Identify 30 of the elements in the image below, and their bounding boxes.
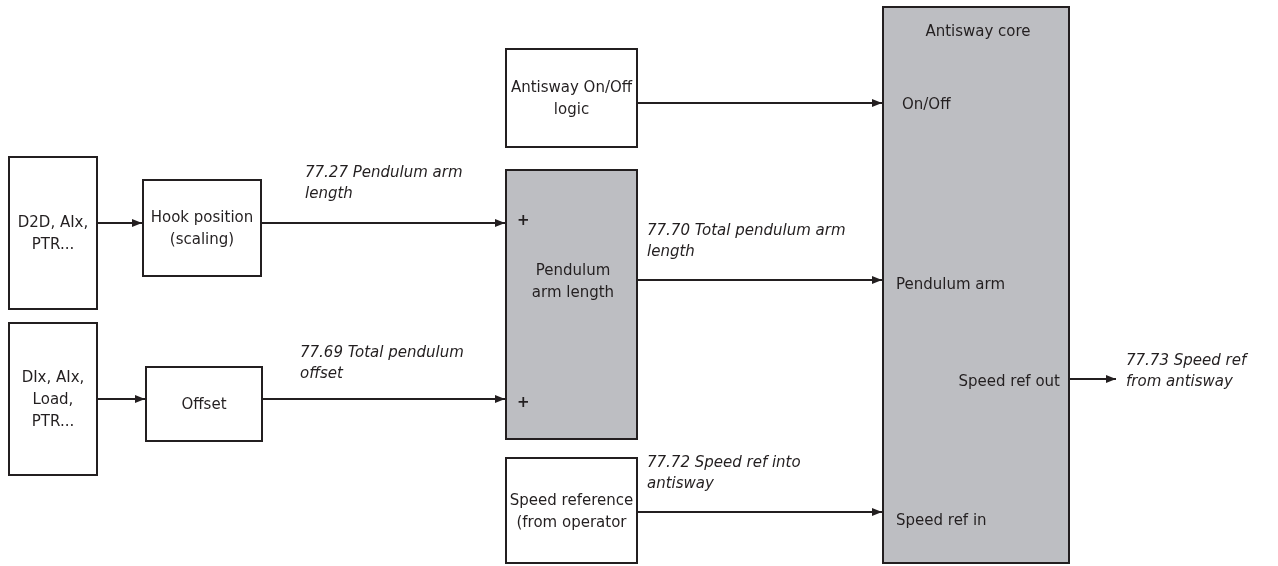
process-box bbox=[8, 156, 98, 310]
port-label: Speed ref out bbox=[957, 371, 1060, 392]
box-label: D2D, AIx, PTR... bbox=[16, 212, 90, 255]
box-label: Offset bbox=[181, 394, 227, 415]
sign-label: + bbox=[517, 210, 531, 231]
box-label: DIx, AIx, Load, PTR... bbox=[20, 367, 86, 432]
arrow bbox=[637, 508, 883, 516]
arrow bbox=[637, 276, 883, 284]
sign-label: + bbox=[517, 392, 531, 413]
port-label: Pendulum arm bbox=[896, 274, 1007, 295]
process-box bbox=[145, 366, 263, 442]
summing-block bbox=[505, 169, 638, 440]
arrow bbox=[261, 219, 506, 227]
box-label: Hook position (scaling) bbox=[149, 207, 255, 250]
port-label: On/Off bbox=[902, 94, 952, 115]
port-label: Speed ref in bbox=[896, 510, 988, 531]
arrow bbox=[637, 99, 883, 107]
arrow bbox=[262, 395, 506, 403]
box-label: Pendulum arm length bbox=[530, 260, 616, 303]
block-title: Antisway core bbox=[924, 21, 1032, 42]
arrow bbox=[1069, 375, 1117, 383]
arrow bbox=[97, 219, 143, 227]
process-box bbox=[142, 179, 262, 277]
process-box bbox=[8, 322, 98, 476]
box-label: Antisway On/Off logic bbox=[509, 77, 634, 120]
process-box bbox=[505, 48, 638, 148]
arrow bbox=[97, 395, 146, 403]
process-box bbox=[505, 457, 638, 564]
core-block bbox=[882, 6, 1070, 564]
box-label: Speed reference (from operator bbox=[509, 489, 634, 533]
